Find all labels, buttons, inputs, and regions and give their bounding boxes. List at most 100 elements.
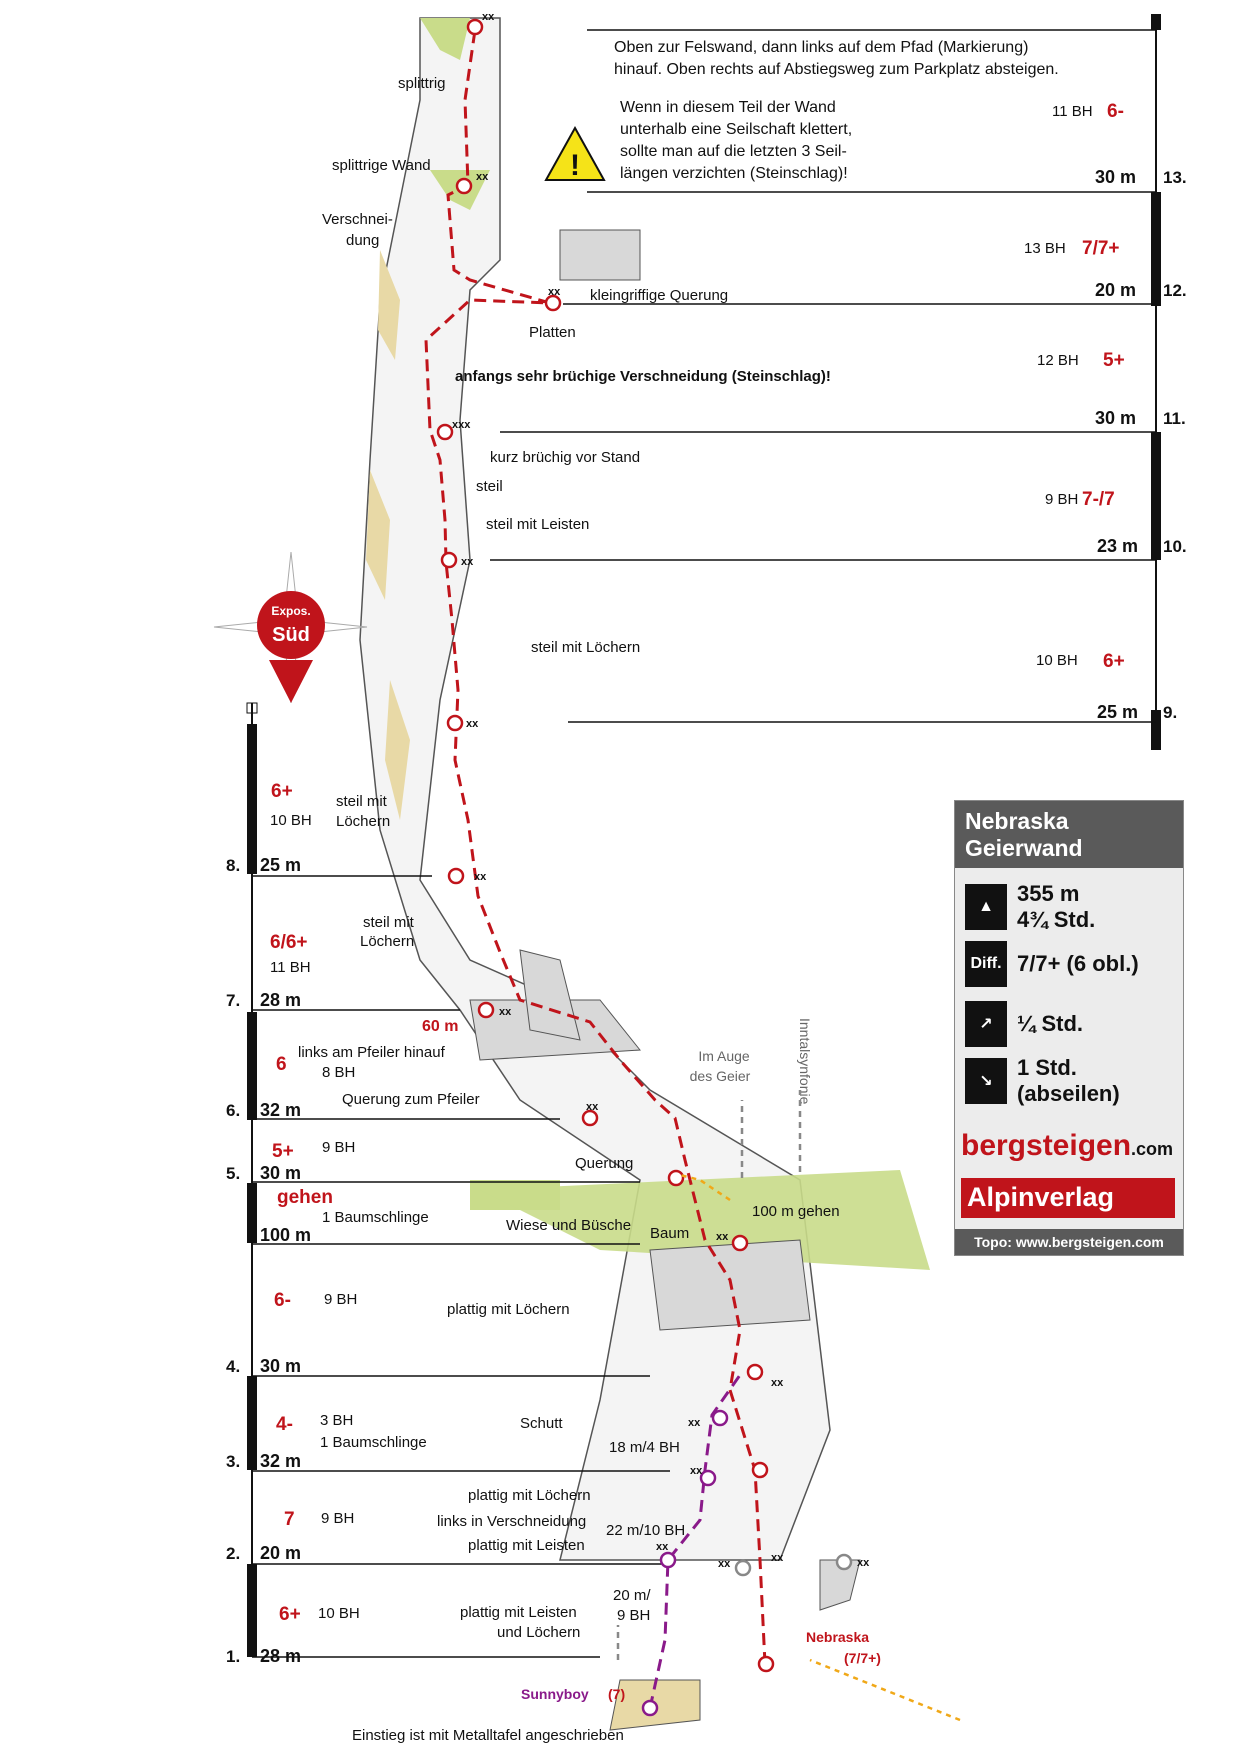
pitch-3-bolts-2: 1 Baumschlinge bbox=[320, 1434, 427, 1451]
pitch-1-length: 28 m bbox=[260, 1646, 301, 1666]
info-descent-1: 1 Std. bbox=[1017, 1055, 1077, 1080]
pitch-8: 6+ 10 BH 25 m 8. bbox=[226, 781, 312, 875]
pitch-7: 6/6+ 11 BH 28 m 7. bbox=[226, 932, 311, 1010]
pitch-11-grade: 5+ bbox=[1103, 350, 1125, 371]
pitch-8-bolts: 10 BH bbox=[270, 812, 312, 829]
note-schutt: Schutt bbox=[520, 1415, 563, 1432]
note-100m-gehen: 100 m gehen bbox=[752, 1203, 840, 1220]
info-footer: Topo: www.bergsteigen.com bbox=[955, 1229, 1183, 1255]
pitch-6-bolts: 8 BH bbox=[322, 1064, 355, 1081]
route-sunnyboy-line bbox=[648, 1374, 742, 1709]
svg-text:xx: xx bbox=[499, 1006, 512, 1018]
pitch-7-grade: 6/6+ bbox=[270, 932, 308, 953]
pitch-13: 11 BH 6- 30 m 13. bbox=[1052, 101, 1187, 187]
pitch-1-bolts: 10 BH bbox=[318, 1605, 360, 1622]
pitch-10-number: 10. bbox=[1163, 537, 1187, 556]
pitch-8-grade: 6+ bbox=[271, 781, 293, 802]
note-line-1: Oben zur Felswand, dann links auf dem Pf… bbox=[614, 39, 1028, 56]
pitch-4-bolts: 9 BH bbox=[324, 1291, 357, 1308]
note-steil-loechern: steil mit Löchern bbox=[531, 639, 640, 656]
pitch-5-number: 5. bbox=[226, 1164, 240, 1183]
walk-bolts: 1 Baumschlinge bbox=[322, 1209, 429, 1226]
note-platten: Platten bbox=[529, 324, 576, 341]
pitch-11: 12 BH 5+ 30 m 11. bbox=[1037, 350, 1186, 428]
rock-wall bbox=[359, 17, 930, 1731]
wall-height-icon: ▲ bbox=[965, 884, 1007, 930]
pitch-12-grade: 7/7+ bbox=[1082, 238, 1120, 259]
svg-text:xx: xx bbox=[688, 1417, 701, 1429]
note-steil-mit-1: steil mit bbox=[336, 793, 388, 810]
note-plattig-leisten: plattig mit Leisten bbox=[468, 1537, 585, 1554]
note-steil: steil bbox=[476, 478, 503, 495]
pitch-13-number: 13. bbox=[1163, 168, 1187, 187]
compass-label-1: Expos. bbox=[271, 604, 310, 618]
pitch-3: 4- 3 BH 1 Baumschlinge 32 m 3. bbox=[226, 1412, 427, 1471]
svg-text:xx: xx bbox=[586, 1101, 599, 1113]
walk-section: gehen 1 Baumschlinge 100 m bbox=[260, 1187, 429, 1245]
pitch-8-length: 25 m bbox=[260, 855, 301, 875]
note-inntal: Inntalsynfonie bbox=[797, 1018, 813, 1105]
note-bruechig: anfangs sehr brüchige Verschneidung (Ste… bbox=[455, 368, 831, 385]
note-steil-mit-2: steil mit bbox=[363, 914, 415, 931]
warning-line-1: Wenn in diesem Teil der Wand bbox=[620, 99, 836, 116]
walk-length: 100 m bbox=[260, 1225, 311, 1245]
pitch-7-bolts: 11 BH bbox=[270, 959, 311, 976]
pitch-9-grade: 6+ bbox=[1103, 651, 1125, 672]
pitch-10-bolts: 9 BH bbox=[1045, 491, 1078, 508]
other-route-arrows bbox=[616, 1090, 802, 1660]
pitch-9: 10 BH 6+ 25 m 9. bbox=[1036, 651, 1177, 722]
stand-markers: xx xx xx xxx xx xx xx xx xx xx xx xx xx … bbox=[452, 11, 870, 1570]
pitch-9-length: 25 m bbox=[1097, 702, 1138, 722]
svg-text:xx: xx bbox=[771, 1552, 784, 1564]
svg-text:xxx: xxx bbox=[452, 419, 471, 431]
note-querung-pfeiler: Querung zum Pfeiler bbox=[342, 1091, 480, 1108]
pitch-3-length: 32 m bbox=[260, 1451, 301, 1471]
note-steil-leisten: steil mit Leisten bbox=[486, 516, 589, 533]
pitch-5-length: 30 m bbox=[260, 1163, 301, 1183]
pitch-5-bolts: 9 BH bbox=[322, 1139, 355, 1156]
pitch-13-length: 30 m bbox=[1095, 167, 1136, 187]
pitch-11-number: 11. bbox=[1163, 409, 1186, 428]
pitch-3-number: 3. bbox=[226, 1452, 240, 1471]
pitch-1-number: 1. bbox=[226, 1647, 240, 1666]
note-plattig-leisten-loechern-1: plattig mit Leisten bbox=[460, 1604, 577, 1621]
warning-icon: ! bbox=[544, 125, 606, 182]
pitch-12-number: 12. bbox=[1163, 281, 1187, 300]
info-descent-row: ↘ 1 Std. (abseilen) bbox=[965, 1055, 1120, 1107]
right-pitch-table bbox=[490, 14, 1161, 750]
svg-text:xx: xx bbox=[476, 171, 489, 183]
pitch-12: 13 BH 7/7+ 20 m 12. bbox=[1024, 238, 1187, 300]
pitch-3-grade: 4- bbox=[276, 1414, 293, 1435]
warning-line-4: längen verzichten (Steinschlag)! bbox=[620, 165, 848, 182]
pitch-11-length: 30 m bbox=[1095, 408, 1136, 428]
svg-text:xx: xx bbox=[482, 11, 495, 23]
svg-text:xx: xx bbox=[718, 1558, 731, 1570]
top-notes: Oben zur Felswand, dann links auf dem Pf… bbox=[544, 39, 1059, 182]
walk-grade: gehen bbox=[277, 1187, 333, 1208]
bergsteigen-logo: bergsteigen.com bbox=[961, 1129, 1174, 1162]
pitch-6-length: 32 m bbox=[260, 1100, 301, 1120]
pitch-13-bolts: 11 BH bbox=[1052, 103, 1093, 120]
info-descent-2: (abseilen) bbox=[1017, 1081, 1120, 1106]
pitch-11-bolts: 12 BH bbox=[1037, 352, 1079, 369]
note-kurz-bruechig: kurz brüchig vor Stand bbox=[490, 449, 640, 466]
note-kleingriffige: kleingriffige Querung bbox=[590, 287, 728, 304]
belay-stands bbox=[436, 18, 775, 1673]
info-height: 355 m bbox=[1017, 881, 1080, 906]
pitch-2-number: 2. bbox=[226, 1544, 240, 1563]
pitch-13-grade: 6- bbox=[1107, 101, 1124, 122]
svg-text:xx: xx bbox=[461, 556, 474, 568]
note-loechern-2: Löchern bbox=[360, 933, 414, 950]
svg-text:xx: xx bbox=[474, 871, 487, 883]
note-wiese: Wiese und Büsche bbox=[506, 1217, 631, 1234]
note-splittrig: splittrig bbox=[398, 75, 446, 92]
pitch-4-grade: 6- bbox=[274, 1290, 291, 1311]
info-title: Nebraska Geierwand bbox=[955, 801, 1183, 868]
note-einstieg: Einstieg ist mit Metalltafel angeschrieb… bbox=[352, 1727, 624, 1744]
difficulty-icon: Diff. bbox=[965, 941, 1007, 987]
warning-line-2: unterhalb eine Seilschaft klettert, bbox=[620, 121, 852, 138]
note-60m: 60 m bbox=[422, 1018, 458, 1035]
pitch-2-length: 20 m bbox=[260, 1543, 301, 1563]
left-pitch-table bbox=[246, 702, 670, 1658]
pitch-6: 6 8 BH 32 m 6. bbox=[226, 1054, 355, 1120]
